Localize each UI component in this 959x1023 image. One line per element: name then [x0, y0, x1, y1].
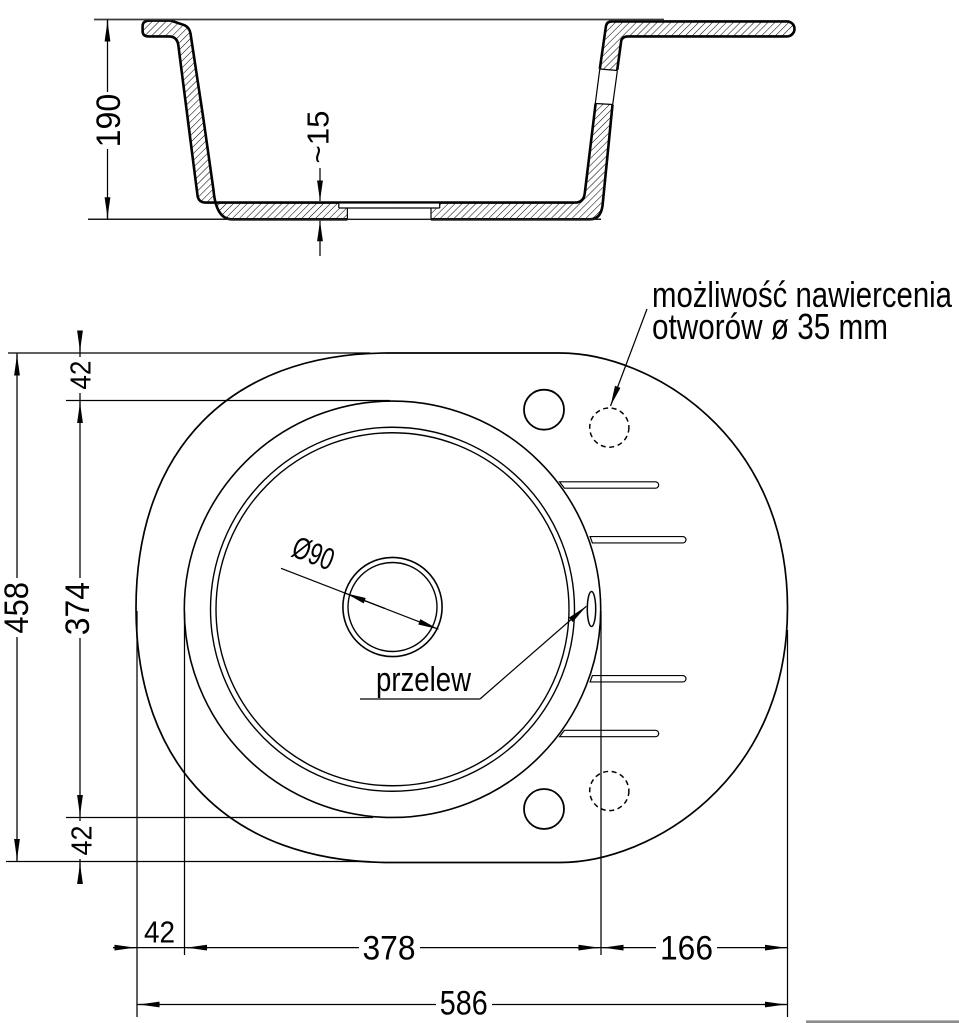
svg-text:374: 374 — [59, 582, 97, 635]
svg-text:otworów ø 35 mm: otworów ø 35 mm — [652, 306, 888, 347]
svg-text:586: 586 — [440, 985, 488, 1023]
svg-text:42: 42 — [65, 361, 97, 390]
svg-text:378: 378 — [363, 930, 416, 968]
svg-text:~15: ~15 — [301, 111, 336, 164]
svg-text:190: 190 — [90, 94, 128, 148]
svg-text:Ø90: Ø90 — [287, 529, 339, 577]
svg-text:166: 166 — [660, 930, 713, 968]
svg-text:42: 42 — [144, 915, 175, 950]
svg-text:42: 42 — [67, 826, 99, 856]
svg-text:możliwość nawiercenia: możliwość nawiercenia — [652, 274, 953, 315]
svg-text:przelew: przelew — [376, 661, 471, 699]
svg-text:458: 458 — [0, 582, 36, 634]
